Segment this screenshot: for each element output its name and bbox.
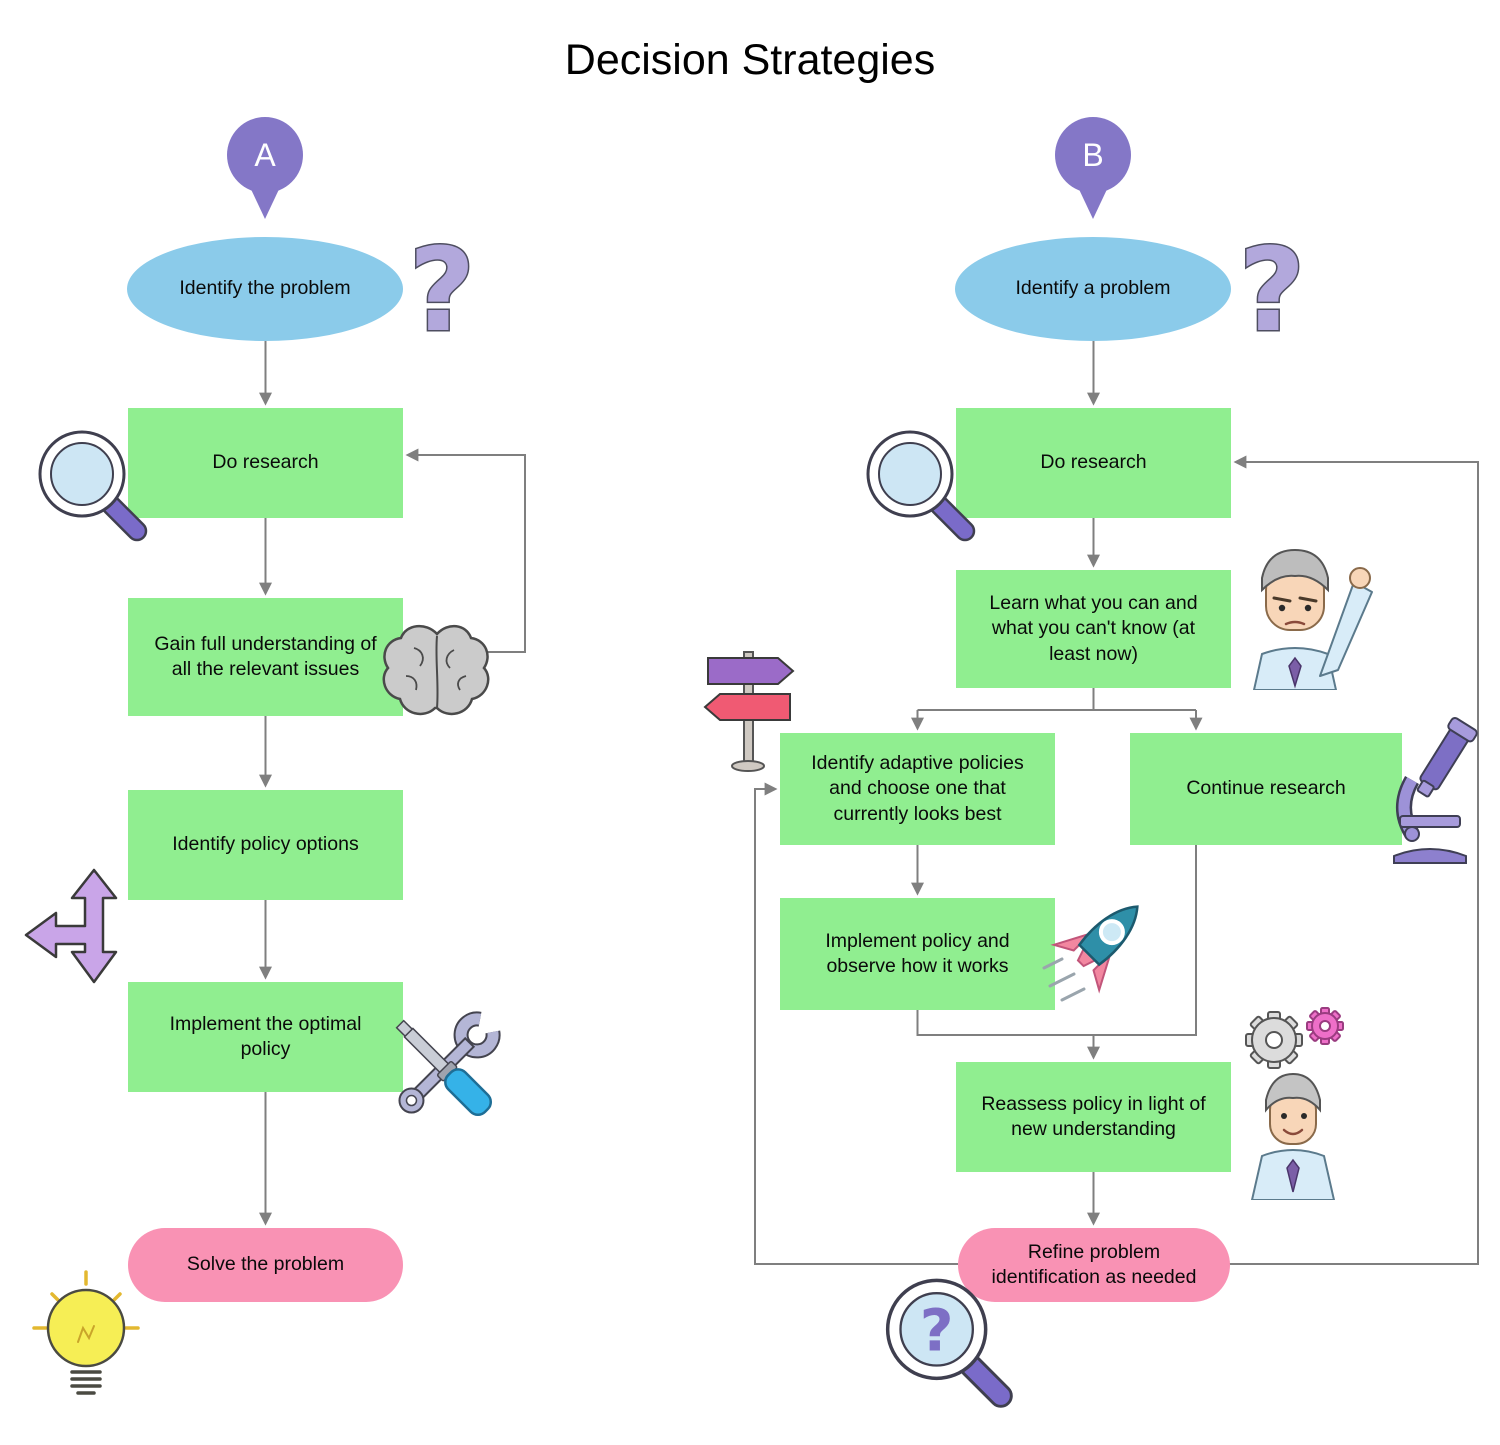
node-b-start: Identify a problem (955, 237, 1231, 341)
flow-a-marker-tail (249, 185, 281, 219)
node-a-identify-policy-options: Identify policy options (128, 790, 403, 900)
connector-b-continue-to-merge (1093, 845, 1197, 1036)
flow-b-marker: B (1055, 117, 1131, 219)
flow-b-marker-letter: B (1055, 117, 1131, 193)
svg-text:?: ? (409, 235, 476, 355)
connector-b-refine-loop-to-research (1228, 455, 1479, 1265)
thinking-man-gears-icon (1222, 1000, 1364, 1200)
node-b-identify-adaptive: Identify adaptive policies and choose on… (780, 733, 1055, 845)
brain-icon (376, 618, 498, 730)
microscope-icon (1366, 716, 1494, 866)
node-b-refine: Refine problem identification as needed (958, 1228, 1230, 1302)
magnifier-question-icon: ? (876, 1268, 1016, 1428)
confused-man-icon (1216, 538, 1374, 690)
wrench-screwdriver-icon (375, 998, 513, 1138)
flow-a-marker-letter: A (227, 117, 303, 193)
node-a-implement-optimal: Implement the optimal policy (128, 982, 403, 1092)
magnifier-icon (30, 422, 150, 552)
node-b-implement-observe: Implement policy and observe how it work… (780, 898, 1055, 1010)
svg-text:?: ? (920, 1296, 954, 1364)
page-title: Decision Strategies (564, 36, 936, 84)
node-a-start: Identify the problem (127, 237, 403, 341)
three-way-arrow-icon (20, 860, 138, 992)
node-a-do-research: Do research (128, 408, 403, 518)
node-b-do-research: Do research (956, 408, 1231, 518)
magnifier-icon (858, 422, 978, 552)
connector-b-refine-loop-to-adaptive (754, 782, 958, 1265)
node-a-solve: Solve the problem (128, 1228, 403, 1302)
rocket-icon (1032, 882, 1172, 1012)
signpost-icon (690, 636, 810, 776)
svg-text:?: ? (1239, 235, 1306, 355)
connector-b-implement-to-reassess (916, 1010, 1100, 1060)
flow-a-marker: A (227, 117, 303, 219)
question-mark-icon: ? (1226, 235, 1318, 355)
node-b-reassess: Reassess policy in light of new understa… (956, 1062, 1231, 1172)
node-a-gain-understanding: Gain full understanding of all the relev… (128, 598, 403, 716)
flow-b-marker-tail (1077, 185, 1109, 219)
node-b-continue-research: Continue research (1130, 733, 1402, 845)
question-mark-icon: ? (396, 235, 488, 355)
node-b-learn: Learn what you can and what you can't kn… (956, 570, 1231, 688)
light-bulb-icon (28, 1266, 148, 1424)
